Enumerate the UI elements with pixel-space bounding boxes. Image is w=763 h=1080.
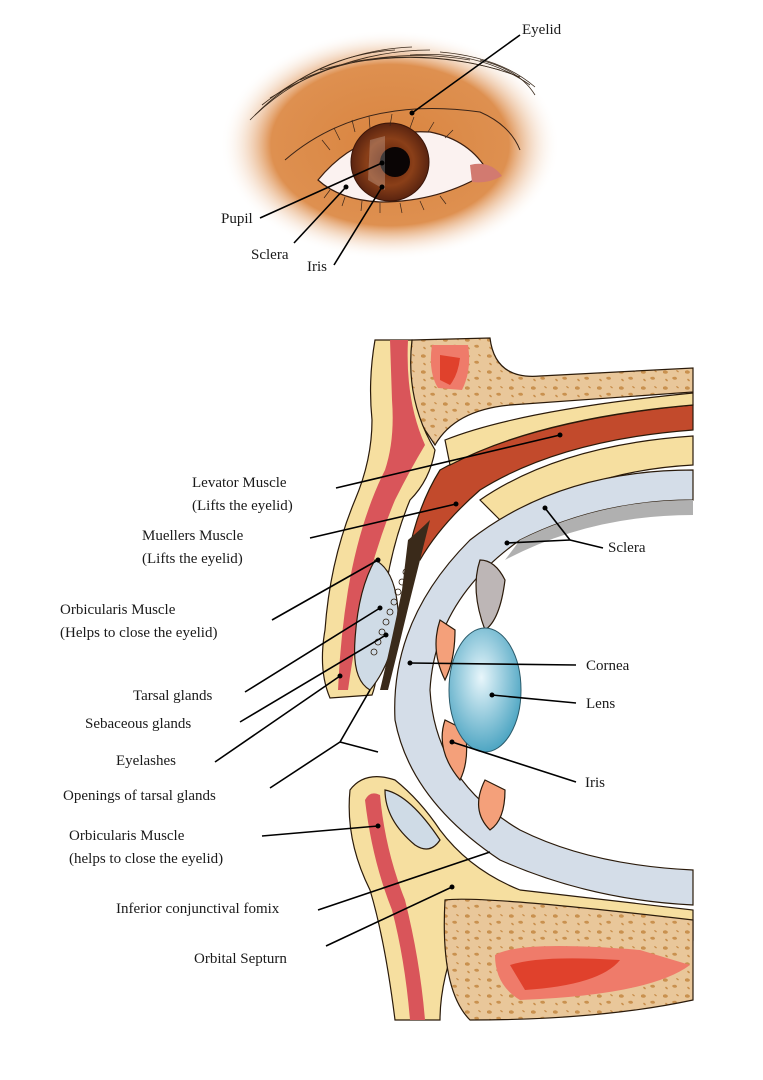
iris-upper [435,619,456,682]
label-eyelashes: Eyelashes [116,753,176,769]
sclera-layer [394,469,694,906]
label-tarsal-glands: Tarsal glands [133,688,213,704]
label-sclera-section: Sclera [608,540,646,556]
label-iris: Iris [307,259,327,275]
label-iris-section: Iris [585,775,605,791]
eyelashes-top [321,113,454,151]
caruncle [470,163,502,183]
lower-bone-marrow-core [510,958,620,990]
label-orbicularis-upper-function: (Helps to close the eyelid) [60,625,217,641]
label-cornea: Cornea [586,658,630,674]
cross-section [321,337,694,1021]
eyelashes-bottom [323,189,447,214]
upper-bone-marrow-core [440,355,460,385]
label-orbicularis-lower: Orbicularis Muscle [69,828,185,844]
fat-pad [444,392,694,466]
label-sclera: Sclera [251,247,289,263]
external-eye [220,30,560,260]
conjunctiva-upper [380,520,430,690]
label-orbicularis-upper: Orbicularis Muscle [60,602,176,618]
external-leader-lines [259,34,521,266]
label-orbicularis-lower-function: (helps to close the eyelid) [69,851,223,867]
eyelid-crease [284,107,521,161]
lower-vessel-band [365,793,425,1020]
lower-tarsal-plate [384,789,441,850]
lens [448,627,522,753]
label-orbital-septum: Orbital Septurn [194,951,287,967]
label-sebaceous-glands: Sebaceous glands [85,716,191,732]
iris-highlight [368,136,385,190]
label-lens: Lens [586,696,615,712]
external-labels: Eyelid Pupil Sclera Iris [221,22,562,275]
label-eyelid: Eyelid [522,22,562,38]
upper-tarsal-gland-loops [370,568,410,656]
ciliary-body-lower [478,779,506,831]
choroid-layer [505,500,693,560]
label-openings-tarsal-glands: Openings of tarsal glands [63,788,216,804]
label-inferior-fornix: Inferior conjunctival fomix [116,901,280,917]
cross-section-leader-lines [214,432,604,947]
eyebrow [249,46,536,121]
label-levator-function: (Lifts the eyelid) [192,498,293,514]
label-levator-muscle: Levator Muscle [192,475,287,491]
ciliary-body-upper [475,559,506,631]
cross-section-left-labels: Levator Muscle (Lifts the eyelid) Muelle… [60,475,293,967]
label-muellers-function: (Lifts the eyelid) [142,551,243,567]
cross-section-right-labels: Sclera Cornea Lens Iris [585,540,646,791]
label-muellers-muscle: Muellers Muscle [142,528,244,544]
pupil-disc [380,147,410,177]
label-pupil: Pupil [221,211,253,227]
